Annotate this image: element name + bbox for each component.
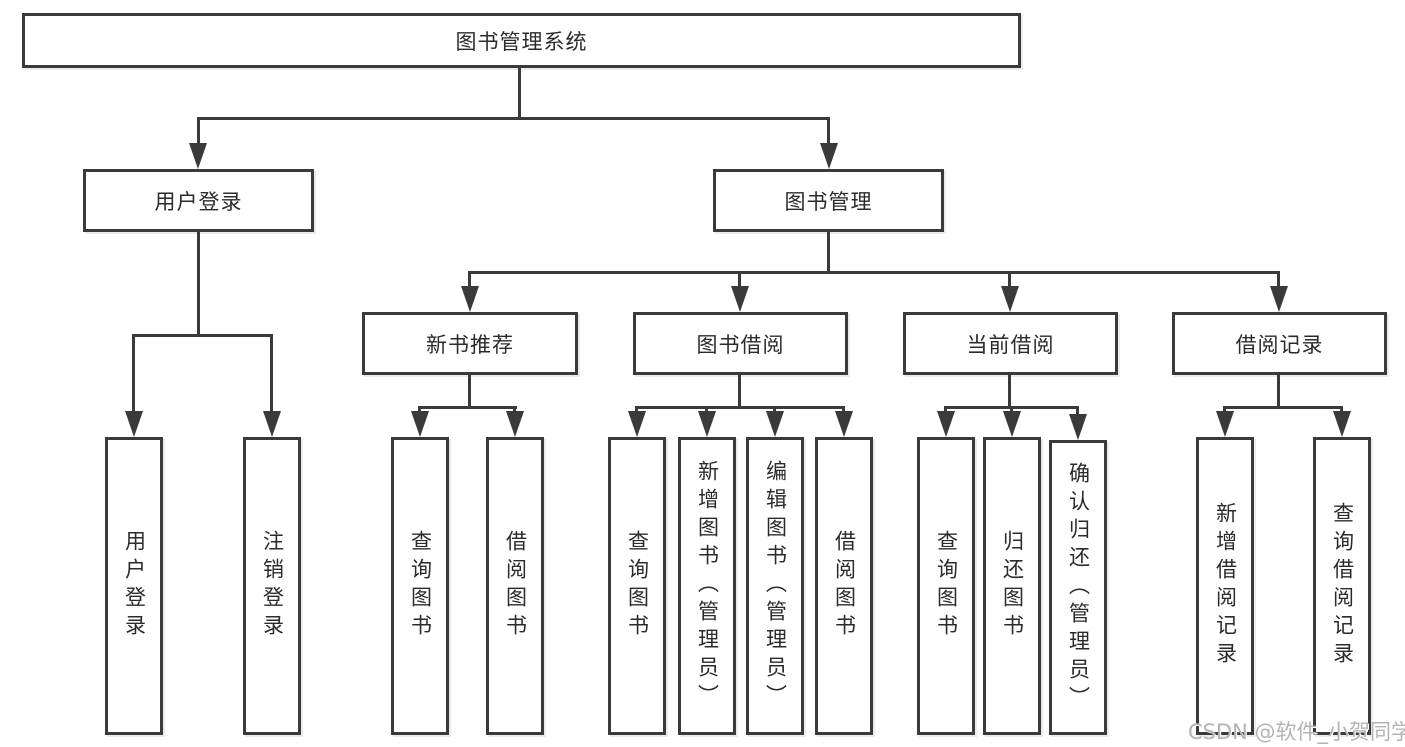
node-borrow-records: 借阅记录	[1172, 312, 1387, 375]
leaf-label: 查询图书	[934, 530, 959, 642]
leaf-query-books-current: 查询图书	[917, 437, 975, 735]
arrowhead-leaf-logout	[263, 411, 281, 437]
leaf-confirm-return-admin: 确认归还（管理员）	[1049, 440, 1107, 735]
arrowhead	[1333, 411, 1351, 437]
connector-stem-records	[1277, 271, 1280, 293]
connector-records-trunk	[1277, 375, 1280, 409]
connector-book-management-branch	[468, 271, 1280, 274]
connector-stem-recommend	[468, 271, 471, 293]
connector-stem-borrow	[738, 271, 741, 293]
connector-stem-book-management	[827, 117, 830, 151]
connector-recommend-trunk	[468, 375, 471, 409]
node-label: 图书借阅	[696, 332, 785, 357]
node-label: 图书管理	[784, 189, 873, 214]
arrowhead	[937, 411, 955, 437]
arrowhead	[835, 411, 853, 437]
leaf-label: 查询图书	[625, 530, 650, 642]
arrowhead	[506, 411, 524, 437]
leaf-logout: 注销登录	[243, 437, 301, 735]
leaf-query-borrow-record: 查询借阅记录	[1313, 437, 1371, 735]
leaf-borrow-books-recommend: 借阅图书	[486, 437, 544, 735]
node-book-borrow: 图书借阅	[633, 312, 848, 375]
leaf-add-borrow-record: 新增借阅记录	[1196, 437, 1254, 735]
leaf-query-books-borrow: 查询图书	[608, 437, 666, 735]
node-label: 新书推荐	[426, 332, 514, 357]
leaf-label: 新增图书（管理员）	[695, 460, 720, 712]
leaf-label: 借阅图书	[832, 530, 857, 642]
leaf-add-books-admin: 新增图书（管理员）	[678, 437, 736, 735]
node-label: 图书管理系统	[455, 29, 588, 54]
connector-user-login-trunk	[197, 232, 200, 337]
leaf-label: 借阅图书	[503, 530, 528, 642]
node-new-book-recommend: 新书推荐	[362, 312, 578, 375]
arrowhead-borrow	[731, 286, 749, 312]
connector-borrow-trunk	[738, 375, 741, 409]
arrowhead-book-management	[820, 143, 838, 169]
arrowhead-records	[1270, 286, 1288, 312]
arrowhead	[1216, 411, 1234, 437]
connector-book-management-trunk	[827, 232, 830, 274]
arrowhead	[411, 411, 429, 437]
arrowhead	[1003, 411, 1021, 437]
connector-current-trunk	[1008, 375, 1011, 409]
leaf-label: 查询借阅记录	[1330, 502, 1355, 670]
csdn-watermark: CSDN @软件_小贺同学	[1188, 720, 1405, 744]
leaf-query-books-recommend: 查询图书	[391, 437, 449, 735]
leaf-label: 注销登录	[260, 530, 285, 642]
arrowhead	[1069, 414, 1087, 440]
node-book-management: 图书管理	[713, 169, 944, 232]
node-label: 借阅记录	[1235, 332, 1324, 357]
arrowhead-user-login	[189, 143, 207, 169]
arrowhead-leaf-user-login	[125, 411, 143, 437]
connector-root-branch	[197, 117, 830, 120]
leaf-user-login: 用户登录	[105, 437, 163, 735]
arrowhead	[766, 411, 784, 437]
connector-root-trunk	[518, 68, 521, 118]
connector-borrow-branch	[635, 406, 844, 409]
node-library-system: 图书管理系统	[22, 13, 1021, 68]
connector-stem	[1076, 406, 1079, 420]
arrowhead	[628, 411, 646, 437]
connector-stem-leaf-user-login	[132, 334, 135, 419]
connector-stem-current	[1008, 271, 1011, 293]
connector-stem-user-login	[197, 117, 200, 151]
leaf-label: 归还图书	[1000, 530, 1025, 642]
arrowhead-recommend	[461, 286, 479, 312]
leaf-label: 查询图书	[408, 530, 433, 642]
node-label: 用户登录	[154, 189, 243, 214]
node-label: 当前借阅	[966, 332, 1055, 357]
leaf-borrow-books-borrow: 借阅图书	[815, 437, 873, 735]
leaf-label: 用户登录	[122, 530, 147, 642]
leaf-label: 编辑图书（管理员）	[763, 460, 788, 712]
arrowhead	[698, 411, 716, 437]
leaf-return-books: 归还图书	[983, 437, 1041, 735]
node-current-borrow: 当前借阅	[903, 312, 1118, 375]
connector-user-login-branch	[132, 334, 273, 337]
connector-records-branch	[1223, 406, 1343, 409]
connector-recommend-branch	[418, 406, 517, 409]
leaf-label: 确认归还（管理员）	[1066, 461, 1091, 714]
node-user-login: 用户登录	[83, 169, 314, 232]
leaf-edit-books-admin: 编辑图书（管理员）	[746, 437, 804, 735]
leaf-label: 新增借阅记录	[1213, 502, 1238, 670]
arrowhead-current	[1001, 286, 1019, 312]
connector-stem-leaf-logout	[270, 334, 273, 419]
